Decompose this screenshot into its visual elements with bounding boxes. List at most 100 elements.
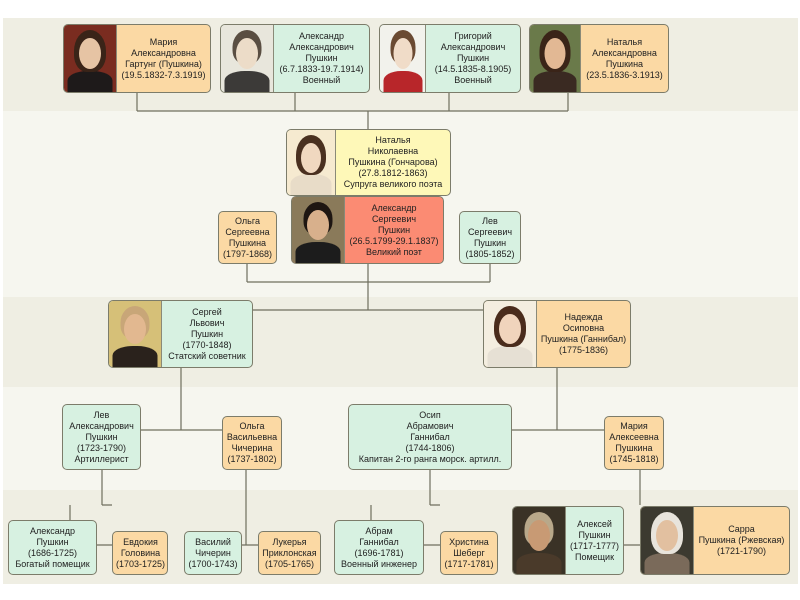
portrait-face xyxy=(307,210,329,240)
connector-gg-4 xyxy=(624,470,641,546)
portrait-face xyxy=(656,520,678,551)
person-info-line: Александр xyxy=(29,525,76,536)
person-info-line: Чичерина xyxy=(231,443,273,453)
person-info-line: Осиповна xyxy=(562,323,605,333)
person-info-line: Осип xyxy=(419,409,441,420)
person-info-line: Чичерин xyxy=(195,547,231,558)
person-info-line: Головина xyxy=(120,547,161,558)
person-info-line: (6.7.1833-19.7.1914) xyxy=(279,64,364,74)
person-info-line: (1805-1852) xyxy=(465,248,515,259)
portrait-image xyxy=(641,507,694,574)
person-info-line: Лукерья xyxy=(272,536,307,547)
person-info-line: Сергеевич xyxy=(467,226,513,237)
person-info-line: Сарра xyxy=(728,524,755,534)
person-info-line: Великий поэт xyxy=(366,246,422,257)
person-info-line: Ольга xyxy=(235,215,260,226)
person-info-line: Надежда xyxy=(564,312,603,322)
person-info-line: Алексеевна xyxy=(609,432,659,442)
person-info-line: (1717-1781) xyxy=(444,558,494,569)
person-info-line: Пушкина xyxy=(605,58,644,69)
person-info-line: Военный xyxy=(302,75,341,85)
person-info-line: Пушкин xyxy=(190,328,224,339)
connector-siblings xyxy=(246,264,491,310)
person-info-line: Пушкина (Гончарова) xyxy=(348,157,438,167)
portrait-face xyxy=(236,38,258,69)
person-info-line: Николаевна xyxy=(367,146,419,156)
person-info-line: (19.5.1832-7.3.1919) xyxy=(121,69,206,80)
person-info-line: (1721-1790) xyxy=(716,546,767,556)
person-info-line: Абрамович xyxy=(406,420,454,431)
connector-children xyxy=(136,93,569,129)
person-info-line: Пушкин xyxy=(85,431,118,442)
person-info-line: Христина xyxy=(449,536,489,547)
portrait-image xyxy=(380,25,426,92)
person-info-line: Помещик xyxy=(574,551,615,562)
person-info-line: Сергей xyxy=(192,306,222,317)
person-info-line: Приклонская xyxy=(262,547,317,558)
person-info-line: Пушкин xyxy=(377,224,411,235)
portrait-figure xyxy=(112,346,158,367)
person-info-line: Пушкин xyxy=(578,529,611,540)
person-info-line: Василий xyxy=(195,536,231,547)
person-info-line: Ольга xyxy=(239,421,265,431)
portrait-figure xyxy=(295,242,341,263)
person-info-line: Пушкин xyxy=(36,536,69,547)
person-info-line: Мария xyxy=(620,421,648,431)
person-info-line: (14.5.1835-8.1905) xyxy=(434,64,512,74)
portrait-face xyxy=(124,314,146,344)
person-info-line: Пушкина xyxy=(615,443,653,453)
person-info-line: (1737-1802) xyxy=(227,454,277,464)
portrait-face xyxy=(79,38,101,69)
person-info-line: Пушкин xyxy=(305,53,338,63)
portrait-image xyxy=(221,25,274,92)
portrait-face xyxy=(499,314,521,344)
person-info-line: Васильевна xyxy=(226,432,278,442)
person-info-line: (1717-1777) xyxy=(569,540,620,551)
connector-grandparents-pushkin xyxy=(69,384,222,520)
person-info-line: Супруга великого поэта xyxy=(343,179,443,189)
person-info-line: Статский советник xyxy=(168,350,246,361)
portrait-face xyxy=(544,38,566,69)
person-info-line: Львович xyxy=(189,317,225,328)
person-info-line: Шеберг xyxy=(453,547,485,558)
portrait-figure xyxy=(516,553,562,574)
person-info-line: Евдокия xyxy=(123,536,158,547)
portrait-image xyxy=(109,301,162,367)
portrait-figure xyxy=(487,346,533,367)
person-info-line: (1696-1781) xyxy=(354,547,404,558)
person-info-line: Александрович xyxy=(440,42,506,52)
person-info-line: (23.5.1836-3.1913) xyxy=(586,69,663,80)
person-info-line: Пушкина xyxy=(228,237,267,248)
